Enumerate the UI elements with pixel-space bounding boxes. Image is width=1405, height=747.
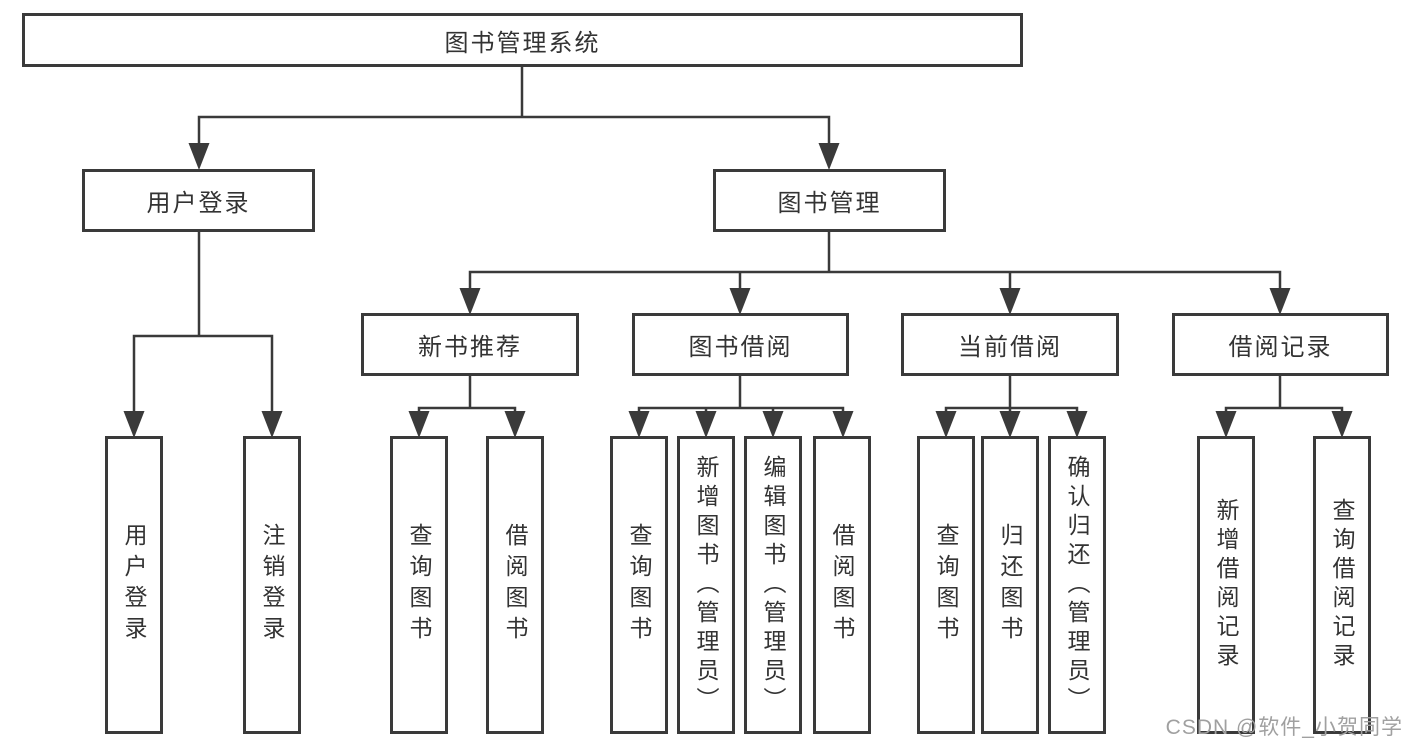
leaf-logout: 注销登录 (243, 436, 301, 734)
leaf-edit-book-admin: 编辑图书（管理员） (744, 436, 802, 734)
leaf-add-borrow-record: 新增借阅记录 (1197, 436, 1255, 734)
node-new-book-recommendation: 新书推荐 (361, 313, 579, 376)
node-book-borrowing: 图书借阅 (632, 313, 849, 376)
watermark: CSDN @软件_小贺同学 (1165, 716, 1403, 739)
leaf-query-books-recommend: 查询图书 (390, 436, 448, 734)
node-book-management: 图书管理 (713, 169, 946, 232)
node-library-management-system: 图书管理系统 (22, 13, 1023, 67)
leaf-query-books-current: 查询图书 (917, 436, 975, 734)
leaf-query-books-borrowing: 查询图书 (610, 436, 668, 734)
node-current-borrowing: 当前借阅 (901, 313, 1119, 376)
leaf-return-books: 归还图书 (981, 436, 1039, 734)
leaf-add-book-admin: 新增图书（管理员） (677, 436, 735, 734)
connector-edges (132, 66, 1344, 413)
node-borrowing-records: 借阅记录 (1172, 313, 1389, 376)
leaf-user-login: 用户登录 (105, 436, 163, 734)
leaf-confirm-return-admin: 确认归还（管理员） (1048, 436, 1106, 734)
leaf-query-borrow-record: 查询借阅记录 (1313, 436, 1371, 734)
leaf-borrow-books-recommend: 借阅图书 (486, 436, 544, 734)
connector-arrowheads (123, 143, 1353, 438)
node-user-login: 用户登录 (82, 169, 315, 232)
leaf-borrow-books-borrowing: 借阅图书 (813, 436, 871, 734)
